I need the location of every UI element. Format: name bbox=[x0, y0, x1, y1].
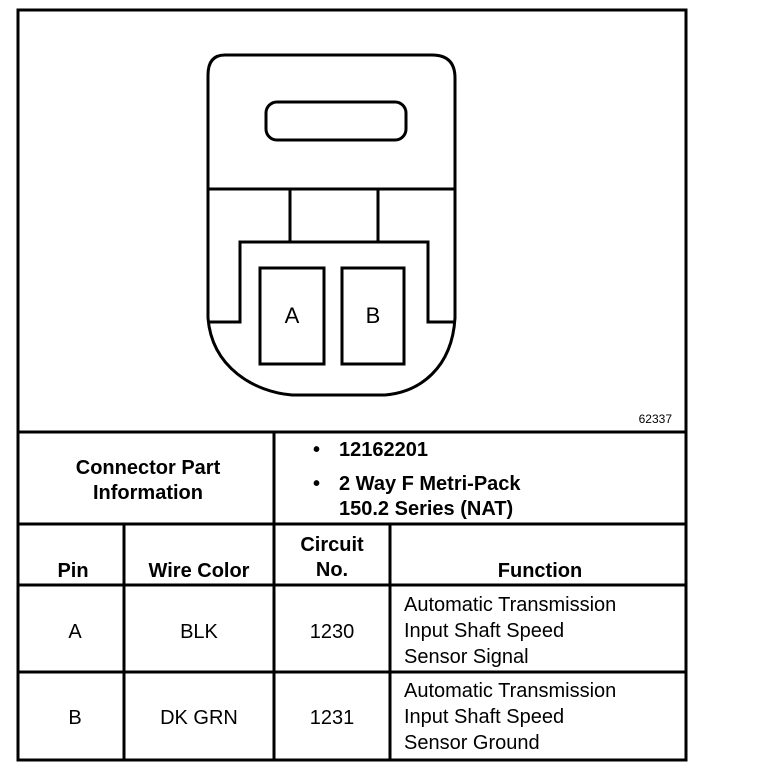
terminal-cavity-outline bbox=[208, 240, 455, 324]
row-a-function-line-3: Sensor Signal bbox=[404, 646, 529, 668]
header-pin: Pin bbox=[57, 560, 88, 582]
figure-id: 62337 bbox=[639, 412, 673, 426]
row-b-function-line-1: Automatic Transmission bbox=[404, 680, 616, 702]
row-a-function-line-2: Input Shaft Speed bbox=[404, 620, 564, 642]
pin-a-label: A bbox=[285, 303, 300, 328]
header-function: Function bbox=[498, 560, 582, 582]
outer-frame bbox=[16, 8, 688, 762]
part-description-line-1: 2 Way F Metri-Pack bbox=[339, 473, 521, 495]
row-b-wire-color: DK GRN bbox=[160, 707, 238, 729]
header-circuit-line-2: No. bbox=[316, 559, 348, 581]
pin-b-cavity bbox=[340, 266, 406, 366]
row-b-function-line-2: Input Shaft Speed bbox=[404, 706, 564, 728]
row-a-circuit: 1230 bbox=[310, 621, 355, 643]
table-grid bbox=[18, 430, 686, 760]
latch-slot bbox=[264, 100, 408, 142]
row-b-function-line-3: Sensor Ground bbox=[404, 732, 540, 754]
row-b-pin: B bbox=[68, 707, 81, 729]
part-number-bullet: • bbox=[313, 439, 320, 461]
header-circuit-line-1: Circuit bbox=[300, 534, 364, 556]
header-wire-color: Wire Color bbox=[149, 560, 250, 582]
part-description-line-2: 150.2 Series (NAT) bbox=[339, 498, 513, 520]
row-a-wire-color: BLK bbox=[180, 621, 218, 643]
pin-a-cavity bbox=[258, 266, 326, 366]
connector-drawing bbox=[206, 53, 457, 397]
row-a-function-line-1: Automatic Transmission bbox=[404, 594, 616, 616]
part-info-label-line-2: Information bbox=[93, 482, 203, 504]
part-info-label-line-1: Connector Part bbox=[76, 457, 221, 479]
row-a-pin: A bbox=[68, 621, 82, 643]
pin-b-label: B bbox=[366, 303, 381, 328]
connector-housing bbox=[206, 53, 457, 397]
part-number: 12162201 bbox=[339, 439, 428, 461]
part-description-bullet: • bbox=[313, 473, 320, 495]
row-b-circuit: 1231 bbox=[310, 707, 355, 729]
